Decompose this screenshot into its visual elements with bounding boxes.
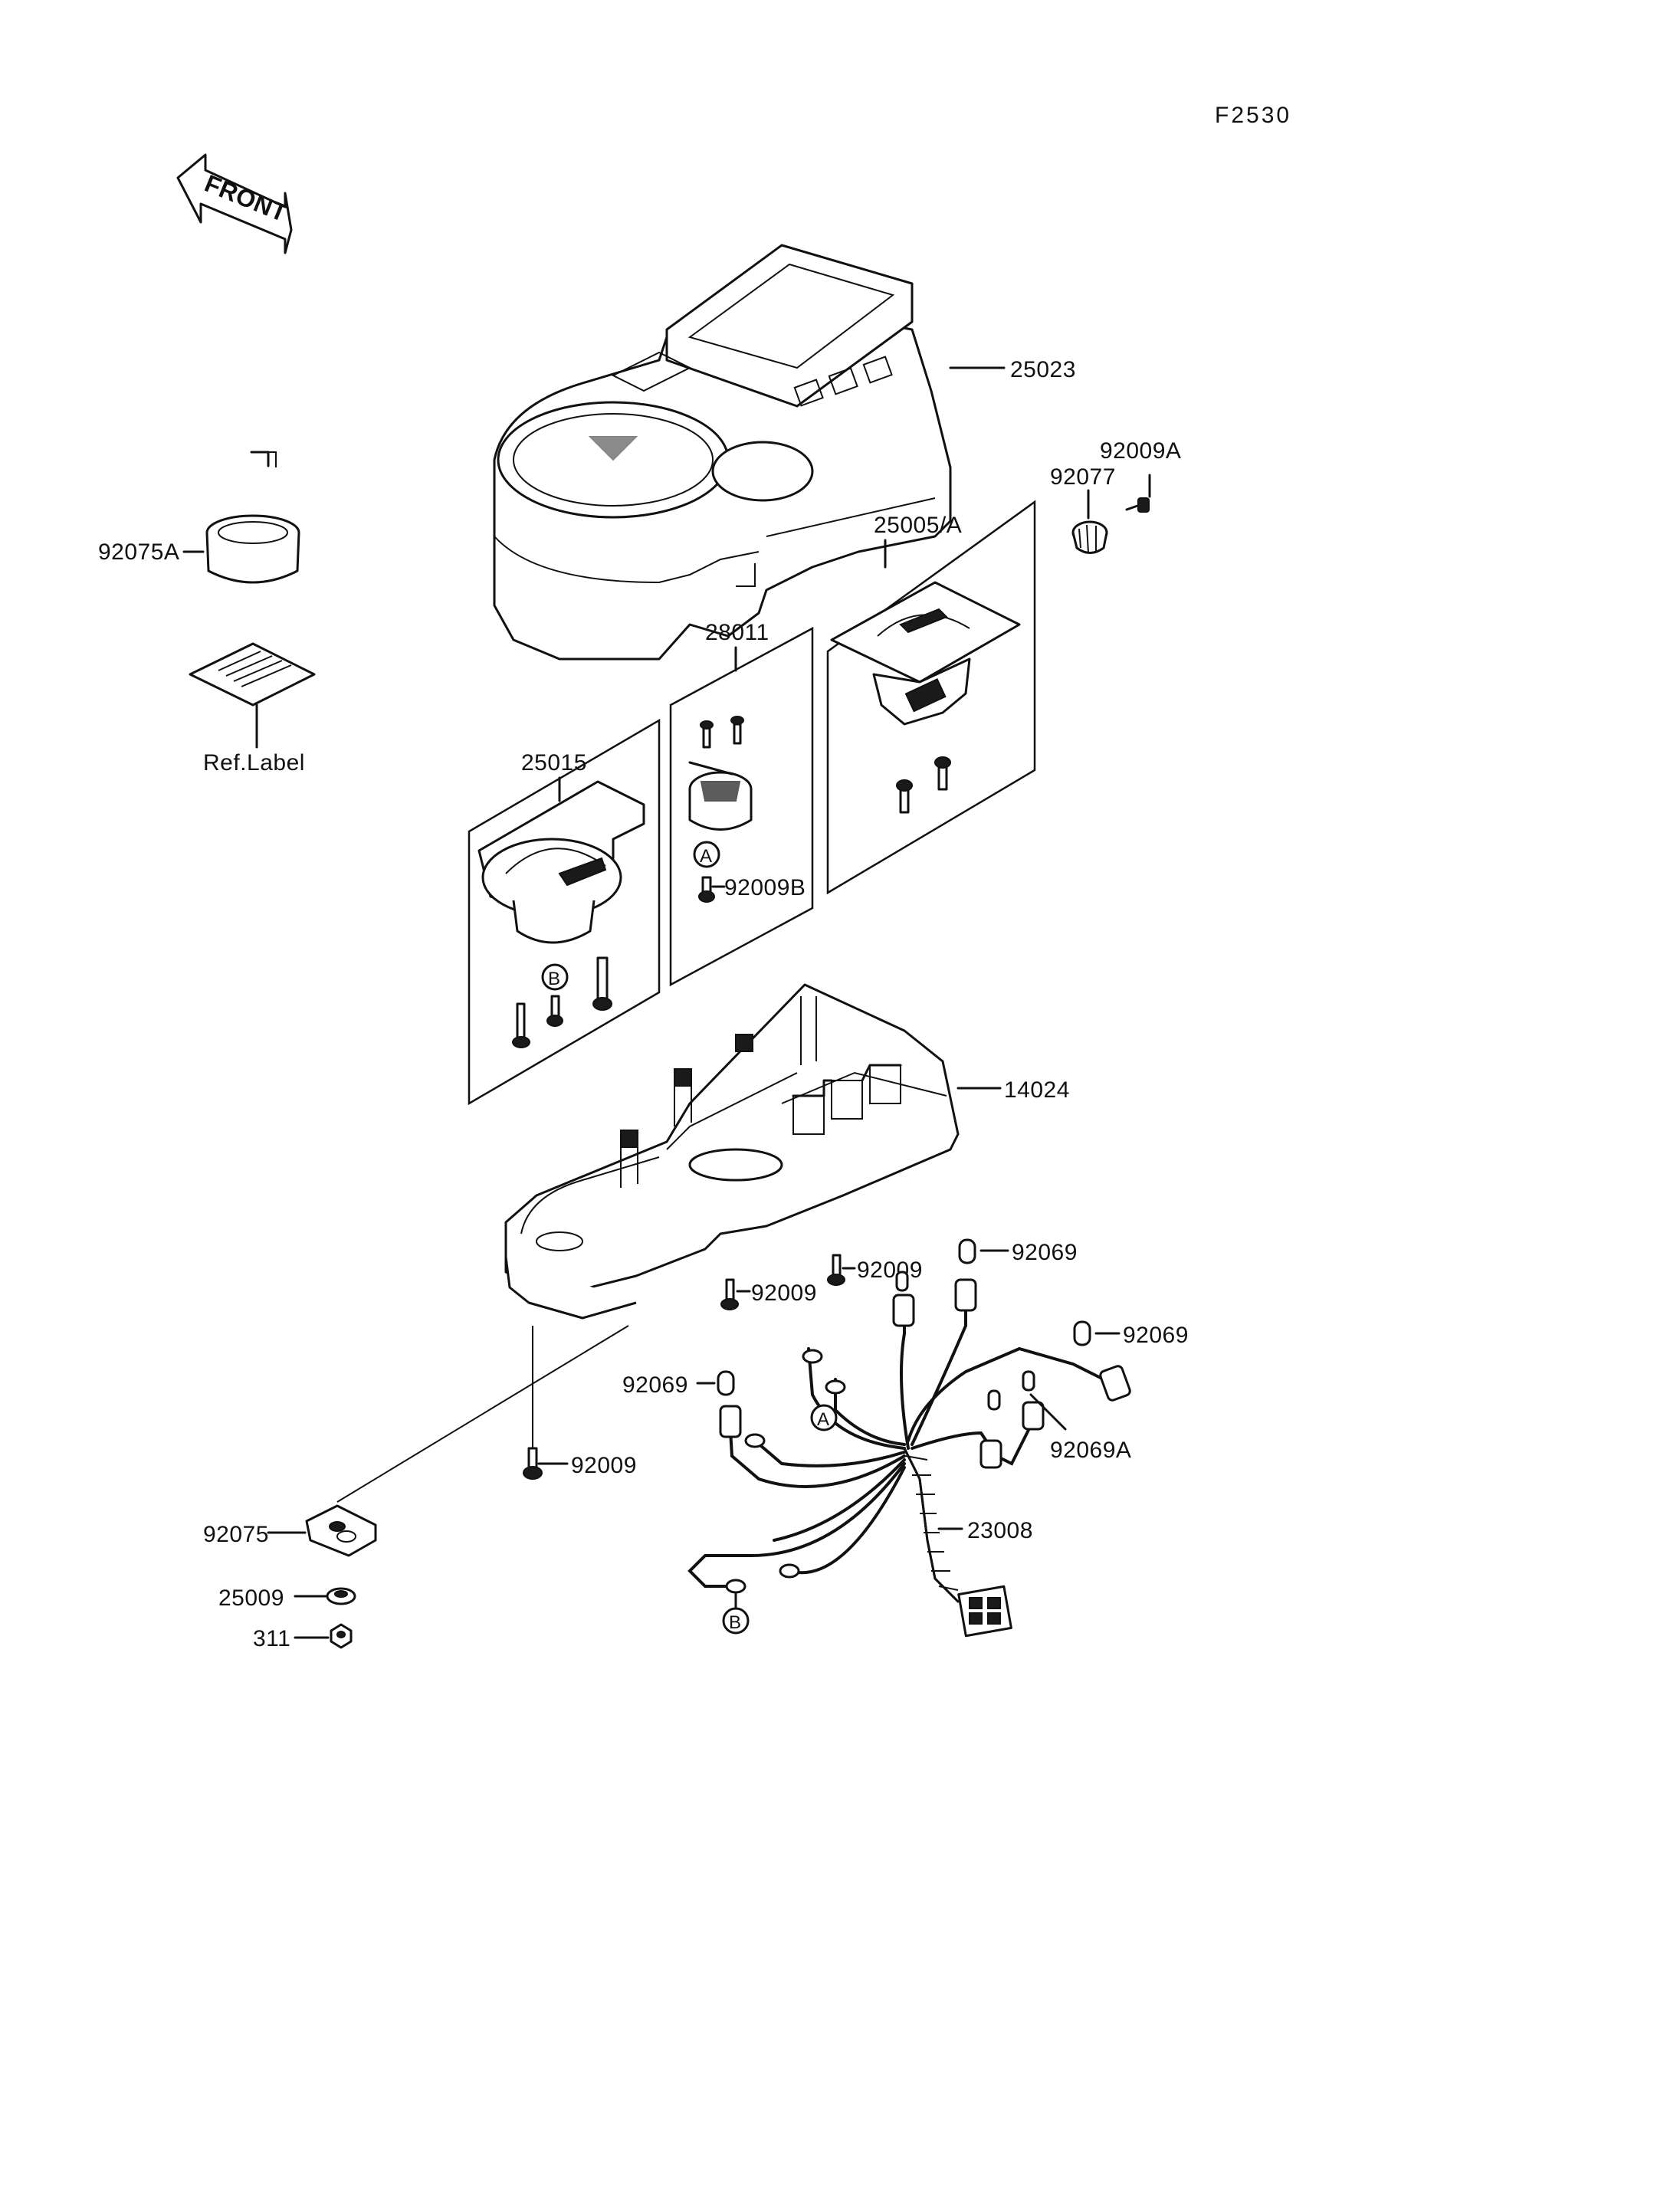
part-23008: 23008 xyxy=(967,1518,1033,1543)
meter-cover-part xyxy=(253,244,952,661)
part-311: 311 xyxy=(253,1626,290,1651)
part-92075a: 92075A xyxy=(98,539,179,565)
front-label: FRONT xyxy=(201,169,291,228)
ref-label-text: Ref.Label xyxy=(203,750,305,776)
bulb-92069-top-icon xyxy=(958,1238,976,1264)
part-25005a: 25005/A xyxy=(874,513,962,538)
callout-b-upper-text: B xyxy=(548,969,561,989)
wire-harness-part xyxy=(687,1271,1131,1638)
gauge-28011-part xyxy=(688,716,753,831)
part-25023: 25023 xyxy=(1010,357,1076,382)
screw-92009-mid-left-icon xyxy=(720,1278,739,1310)
diagram-code: F2530 xyxy=(1215,103,1291,128)
part-25009: 25009 xyxy=(218,1585,284,1611)
tachometer-25005a-part xyxy=(830,581,1021,814)
nut-311-icon xyxy=(330,1623,353,1649)
callout-b-lower-text: B xyxy=(729,1612,742,1633)
mount-bracket-92075-icon xyxy=(305,1504,377,1557)
part-92009-low: 92009 xyxy=(571,1453,637,1478)
screw-92009-mid-right-icon xyxy=(827,1254,845,1286)
part-14024: 14024 xyxy=(1004,1077,1070,1103)
part-92069a: 92069A xyxy=(1050,1438,1131,1463)
part-25015: 25015 xyxy=(521,750,587,776)
part-92009-mid-left: 92009 xyxy=(751,1280,817,1306)
part-92069-right: 92069 xyxy=(1123,1323,1189,1348)
callout-b-upper xyxy=(541,963,569,991)
bulb-92069-right-icon xyxy=(1073,1320,1091,1346)
callout-a-lower xyxy=(810,1404,838,1431)
screw-92009a-icon xyxy=(1125,497,1150,513)
screw-92009b-icon xyxy=(698,876,715,903)
box-25015 xyxy=(468,718,661,1106)
box-25005a xyxy=(826,500,1036,895)
front-arrow-icon: FRONT xyxy=(176,153,293,254)
screw-92009-low-icon xyxy=(523,1447,543,1480)
part-92069-top: 92069 xyxy=(1012,1240,1078,1265)
washer-25009-icon xyxy=(326,1587,356,1605)
part-28011: 28011 xyxy=(705,620,769,645)
ring-92075a-icon xyxy=(205,451,300,584)
box-28011 xyxy=(669,626,814,987)
meter-case-part xyxy=(504,983,960,1320)
part-92075: 92075 xyxy=(203,1522,269,1547)
callout-b-lower xyxy=(722,1607,750,1635)
callout-a-upper-text: A xyxy=(700,846,713,867)
screw-b-icon xyxy=(546,995,563,1027)
part-92009b: 92009B xyxy=(724,875,806,900)
callout-a-upper xyxy=(693,841,720,868)
callout-a-lower-text: A xyxy=(817,1409,830,1430)
reference-label-icon xyxy=(189,642,316,707)
speedometer-25015-part xyxy=(477,780,645,1048)
bulb-92069-left-icon xyxy=(717,1370,735,1396)
part-92009-mid-right: 92009 xyxy=(857,1258,923,1283)
part-92009a: 92009A xyxy=(1100,438,1181,464)
part-92069-left: 92069 xyxy=(622,1372,688,1398)
knob-92077-icon xyxy=(1071,520,1108,554)
part-92077: 92077 xyxy=(1050,464,1116,490)
